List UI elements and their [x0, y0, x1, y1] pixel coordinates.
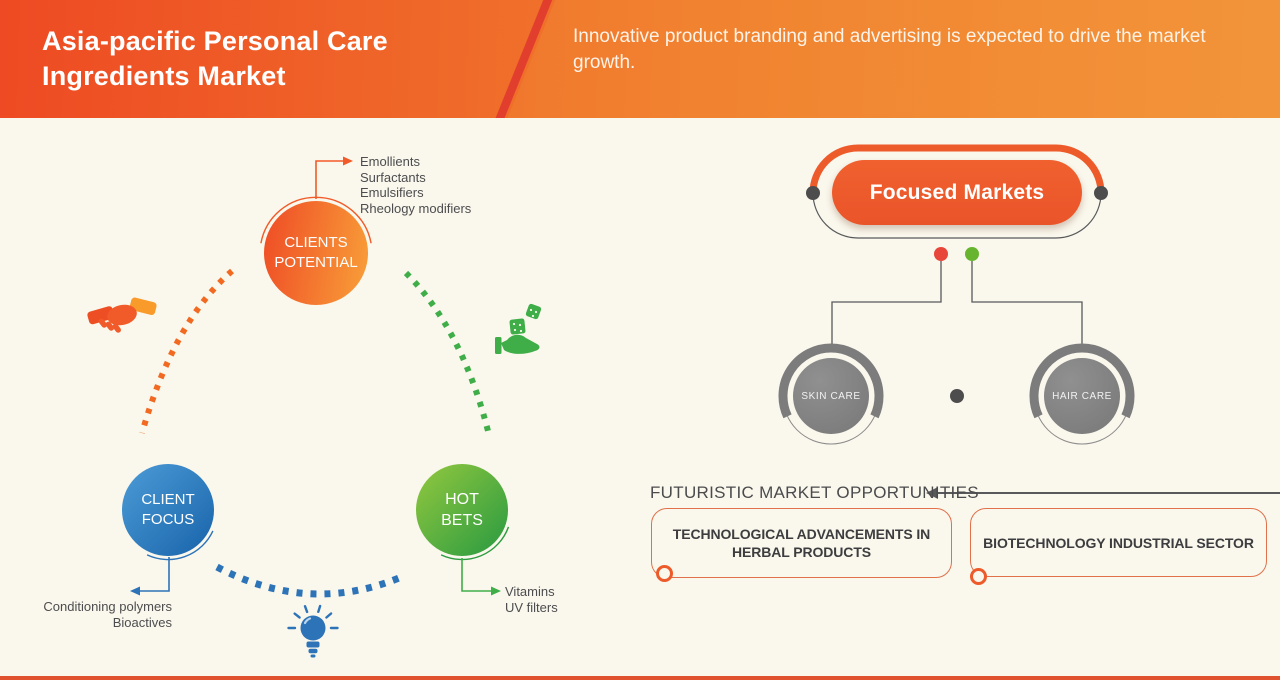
center-gray-dot — [950, 389, 964, 403]
pill-left-dot — [806, 186, 820, 200]
bubble-client-focus: CLIENT FOCUS — [122, 464, 214, 556]
dice-in-hand-icon — [495, 303, 542, 354]
clients-potential-connector — [315, 156, 353, 199]
arrow-left-icon — [130, 586, 140, 596]
pill-ring-top-arc — [809, 144, 1105, 194]
list-item: Surfactants — [360, 169, 426, 185]
list-item: Emulsifiers — [360, 185, 424, 200]
arrow-right-icon — [343, 156, 353, 166]
bubble-clients-potential: CLIENTS POTENTIAL — [264, 201, 368, 305]
opportunities-arrow — [926, 487, 1280, 499]
header-banner: Asia-pacific Personal Care Ingredients M… — [0, 0, 1280, 118]
client-focus-items: Conditioning polymers Bioactives — [0, 599, 172, 631]
bubble-hot-bets: HOT BETS — [416, 464, 508, 556]
hot-bets-connector — [461, 558, 501, 596]
hot-bets-accent-arc — [440, 526, 510, 561]
green-dotted-arc — [403, 270, 492, 436]
opportunities-title: FUTURISTIC MARKET OPPORTUNITIES — [650, 483, 979, 502]
orange-dotted-arc — [139, 268, 234, 434]
pill-right-dot — [1094, 186, 1108, 200]
opportunity-box-herbal: TECHNOLOGICAL ADVANCEMENTS IN HERBAL PRO… — [651, 508, 952, 578]
bottom-accent-bar — [0, 676, 1280, 680]
green-dot — [965, 247, 979, 261]
skin-care-stem-line — [831, 261, 942, 344]
blue-dotted-arc — [215, 563, 406, 598]
hair-care-thick-arc — [1029, 343, 1135, 419]
page-title: Asia-pacific Personal Care Ingredients M… — [42, 26, 388, 91]
opportunity-box-biotech: BIOTECHNOLOGY INDUSTRIAL SECTOR — [970, 508, 1267, 577]
list-item: UV filters — [505, 600, 558, 615]
clients-potential-items: Emollients Surfactants Emulsifiers Rheol… — [360, 154, 471, 216]
arrow-right-icon — [491, 586, 501, 596]
client-focus-connector — [130, 557, 170, 596]
header-subtitle: Innovative product branding and advertis… — [573, 26, 1206, 73]
skin-care-circle: SKIN CARE — [793, 358, 869, 434]
hair-care-stem-line — [971, 261, 1083, 344]
hair-care-circle: HAIR CARE — [1044, 358, 1120, 434]
list-item: Rheology modifiers — [360, 200, 472, 216]
red-dot — [934, 247, 948, 261]
opportunity-box-corner-ring — [970, 568, 987, 585]
lightbulb-rays — [287, 604, 339, 630]
handshake-icon — [87, 297, 157, 333]
lightbulb-icon — [287, 604, 339, 658]
pill-ring-bottom-arc — [812, 192, 1102, 239]
client-focus-accent-arc — [146, 530, 214, 561]
list-item: Emollients — [360, 154, 420, 169]
list-item: Bioactives — [112, 615, 172, 630]
list-item: Vitamins — [505, 584, 555, 599]
focused-markets-pill: Focused Markets — [832, 160, 1082, 225]
skin-care-thick-arc — [778, 343, 884, 419]
arrow-left-icon — [926, 487, 938, 499]
list-item: Conditioning polymers — [43, 599, 172, 614]
opportunity-box-corner-ring — [656, 565, 673, 582]
hot-bets-items: Vitamins UV filters — [505, 584, 625, 616]
